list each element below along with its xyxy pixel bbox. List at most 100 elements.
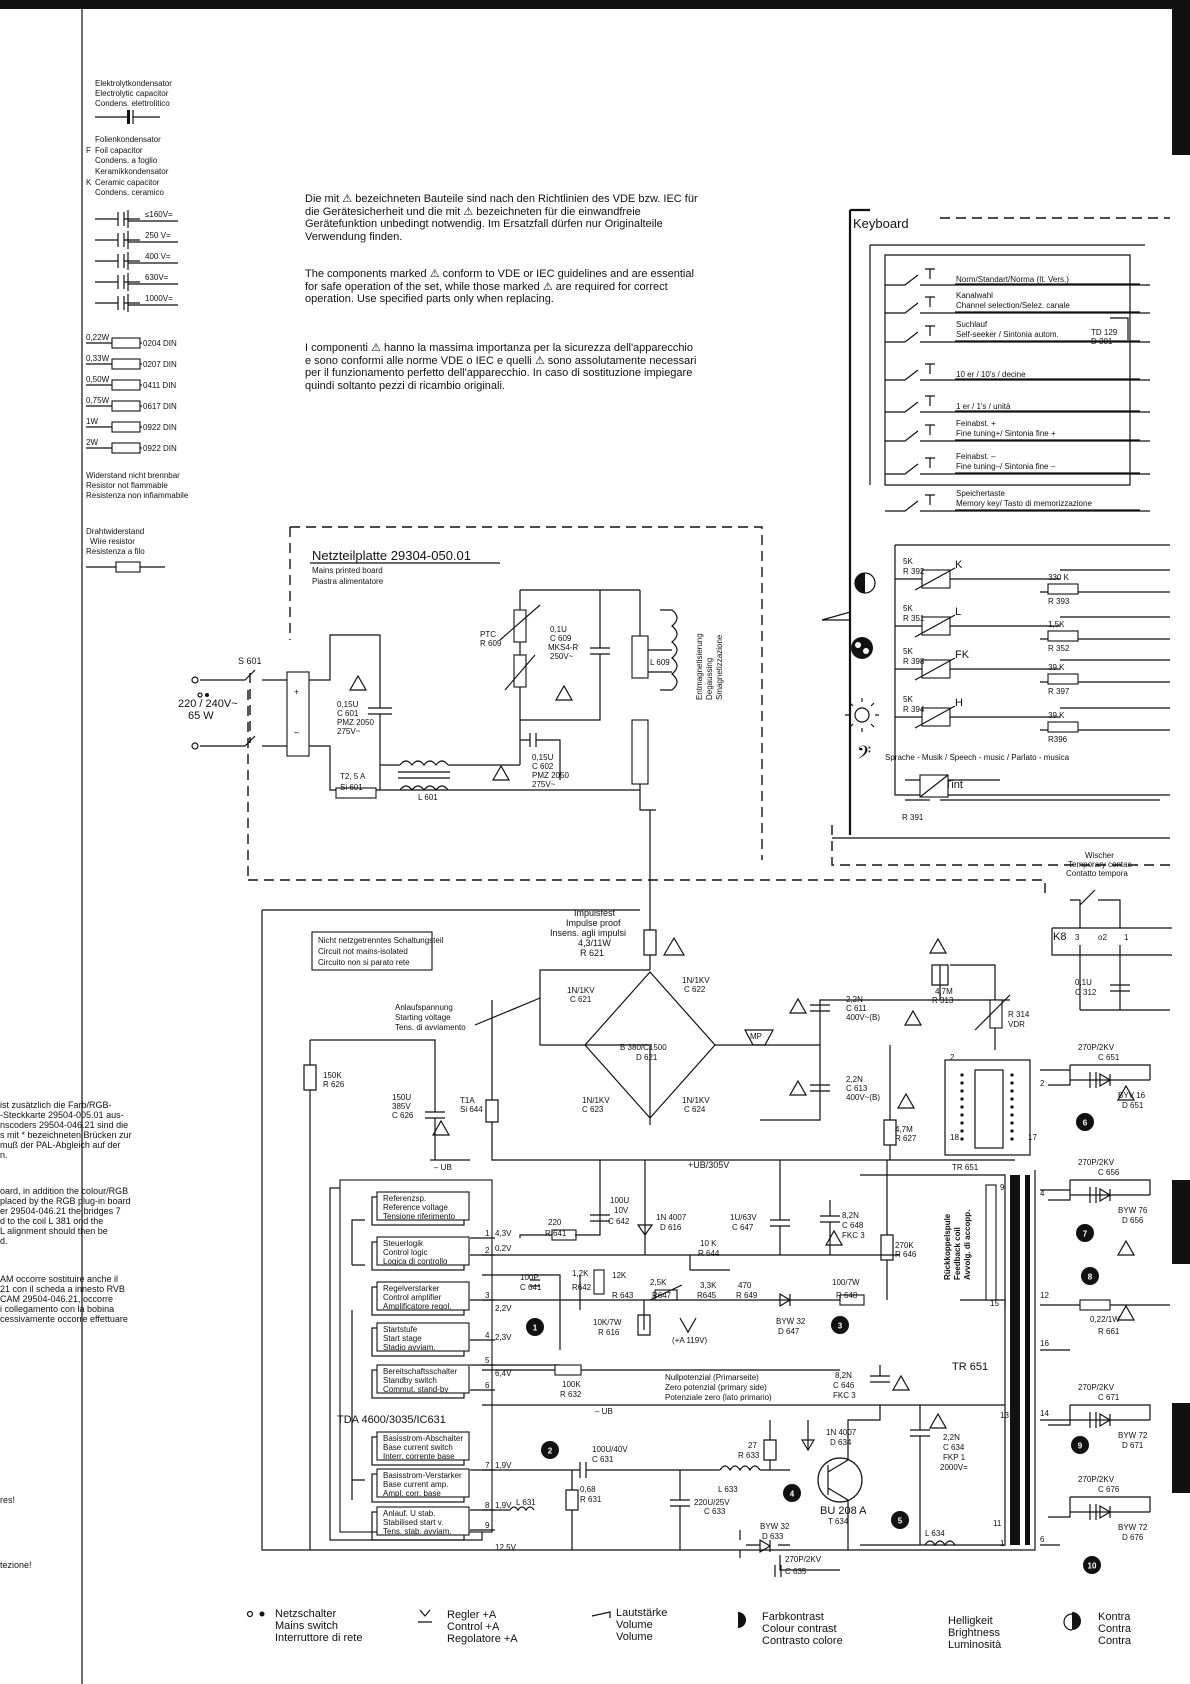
diode-symbol — [1099, 1504, 1112, 1520]
ic-block-label: Base current amp. — [383, 1480, 448, 1489]
cap-value: 270P/2KV — [1078, 1475, 1115, 1484]
key-label: Speichertaste — [956, 489, 1005, 498]
svg-text:18: 18 — [950, 1133, 959, 1142]
key-switch — [885, 369, 1150, 381]
left-note-line: d. — [0, 1236, 8, 1246]
svg-text:220U/25V: 220U/25V — [694, 1498, 730, 1507]
svg-text:Circuito non si parato rete: Circuito non si parato rete — [318, 958, 410, 967]
key-label: 10 er / 10's / decine — [956, 370, 1026, 379]
svg-text:+: + — [294, 687, 299, 697]
svg-text:Interruttore di rete: Interruttore di rete — [275, 1632, 362, 1644]
ic-pin: 2 — [485, 1246, 490, 1255]
svg-text:L 631: L 631 — [516, 1498, 536, 1507]
pot-ref: R 394 — [903, 705, 925, 714]
svg-text:Degaussing: Degaussing — [705, 658, 714, 700]
svg-text:385V: 385V — [392, 1102, 411, 1111]
marker-number: 7 — [1083, 1230, 1088, 1239]
svg-text:Sprache - Musik / Speech - mus: Sprache - Musik / Speech - music / Parla… — [885, 753, 1070, 762]
svg-text:0,15U: 0,15U — [532, 753, 554, 762]
pin-voltage: 4,3V — [495, 1229, 512, 1238]
svg-text:3,3K: 3,3K — [700, 1281, 717, 1290]
svg-text:D 621: D 621 — [636, 1053, 658, 1062]
marker-number: 10 — [1088, 1562, 1097, 1571]
svg-text:VDR: VDR — [1008, 1020, 1025, 1029]
left-note-line: 21 con il scheda a innesto RVB — [0, 1284, 125, 1294]
marker-circle — [1076, 1224, 1094, 1242]
left-note-line: L alignment should then be — [0, 1226, 108, 1236]
svg-text:R 313: R 313 — [932, 996, 954, 1005]
svg-text:Nullpotenzial (Primarseite): Nullpotenzial (Primarseite) — [665, 1373, 759, 1382]
svg-text:270P/2KV: 270P/2KV — [785, 1555, 822, 1564]
svg-text:0,1U: 0,1U — [550, 625, 567, 634]
svg-text:Impulse proof: Impulse proof — [566, 918, 621, 928]
diode-value: BYW 72 — [1118, 1431, 1148, 1440]
contrast-legend-icon — [1063, 1613, 1073, 1631]
left-note-line: CAM 29504-046.21, occorre — [0, 1294, 113, 1304]
svg-text:Regolatore +A: Regolatore +A — [447, 1633, 518, 1645]
res-value: 0,22/1W — [1090, 1315, 1120, 1324]
svg-text:BU 208 A: BU 208 A — [820, 1505, 867, 1517]
resistor-power: 0,22W — [86, 333, 110, 342]
svg-text:1,2K: 1,2K — [572, 1269, 589, 1278]
svg-text:R647: R647 — [652, 1291, 672, 1300]
svg-text:9: 9 — [1000, 1183, 1005, 1192]
marker-circle — [1071, 1436, 1089, 1454]
key-label: Fine tuning–/ Sintonia fine – — [956, 462, 1056, 471]
diode-value: BYW 76 — [1118, 1206, 1148, 1215]
diode-ref: D 656 — [1122, 1216, 1144, 1225]
svg-text:FKP 1: FKP 1 — [943, 1453, 966, 1462]
svg-text:C 646: C 646 — [833, 1381, 855, 1390]
right-edge-tab — [1172, 0, 1190, 155]
resistor-power: 0,50W — [86, 375, 110, 384]
svg-text:+UB/305V: +UB/305V — [688, 1160, 729, 1170]
pot-letter: L — [955, 606, 961, 618]
svg-text:27: 27 — [748, 1441, 757, 1450]
resistor-power: 2W — [86, 438, 98, 447]
pot-letter: K — [955, 559, 963, 571]
svg-text:250V~: 250V~ — [550, 652, 574, 661]
svg-text:2,2N: 2,2N — [846, 1075, 863, 1084]
svg-text:Impulsfest: Impulsfest — [574, 908, 616, 918]
svg-text:65 W: 65 W — [188, 710, 214, 722]
secondary-section: Wischer Temporary contac Contatto tempor… — [1040, 851, 1172, 1546]
pot-ref: R 392 — [903, 567, 925, 576]
pot-letter: H — [955, 697, 963, 709]
cap-ref: C 651 — [1098, 1053, 1120, 1062]
trafo-pin: 4 — [1040, 1189, 1045, 1198]
pot-value: 5K — [903, 557, 913, 566]
svg-text:Contra: Contra — [1098, 1623, 1132, 1635]
res-value: 330 K — [1048, 573, 1070, 582]
svg-text:D 301: D 301 — [1091, 337, 1113, 346]
svg-text:R 644: R 644 — [698, 1249, 720, 1258]
ic-pin: 1 — [485, 1229, 490, 1238]
din-size: 0617 DIN — [143, 402, 177, 411]
svg-text:R 627: R 627 — [895, 1134, 917, 1143]
svg-text:Entmagnetisierung: Entmagnetisierung — [695, 633, 704, 700]
svg-text:PTC: PTC — [480, 630, 496, 639]
volume-icon — [821, 611, 851, 621]
pot-value: 5K — [903, 695, 913, 704]
left-note-line: er 29504-046.21 the bridges 7 — [0, 1206, 121, 1216]
res-ref: R 661 — [1098, 1327, 1120, 1336]
contrast-icon — [854, 572, 876, 594]
svg-text:Mains switch: Mains switch — [275, 1620, 338, 1632]
key-label: Norm/Standart/Norma (It. Vers.) — [956, 275, 1069, 284]
svg-text:4,3/11W: 4,3/11W — [578, 938, 611, 948]
ic-block-label: Control amplifier — [383, 1293, 442, 1302]
safety-note-it: I componenti ⚠ hanno la massima importan… — [305, 342, 697, 392]
ic-block-label: Commut. stand-by — [383, 1385, 448, 1394]
left-note-line: d to the coil L 381 ond the — [0, 1216, 103, 1226]
svg-text:Farbkontrast: Farbkontrast — [762, 1611, 824, 1623]
svg-text:Condens. a foglio: Condens. a foglio — [95, 156, 158, 165]
svg-text:C 623: C 623 — [582, 1105, 604, 1114]
svg-text:Nicht netzgetrenntes Schaltung: Nicht netzgetrenntes Schaltungsteil — [318, 936, 444, 945]
svg-text:T 634: T 634 — [828, 1517, 849, 1526]
left-note-line: placed by the RGB plug-in board — [0, 1196, 131, 1206]
svg-text:– UB: – UB — [595, 1407, 613, 1416]
svg-text:PMZ 2050: PMZ 2050 — [337, 718, 374, 727]
diode-ref: D 671 — [1122, 1441, 1144, 1450]
svg-text:T1A: T1A — [460, 1096, 475, 1105]
din-size: 0204 DIN — [143, 339, 177, 348]
svg-text:C 609: C 609 — [550, 634, 572, 643]
resistor-power: 0,75W — [86, 396, 110, 405]
